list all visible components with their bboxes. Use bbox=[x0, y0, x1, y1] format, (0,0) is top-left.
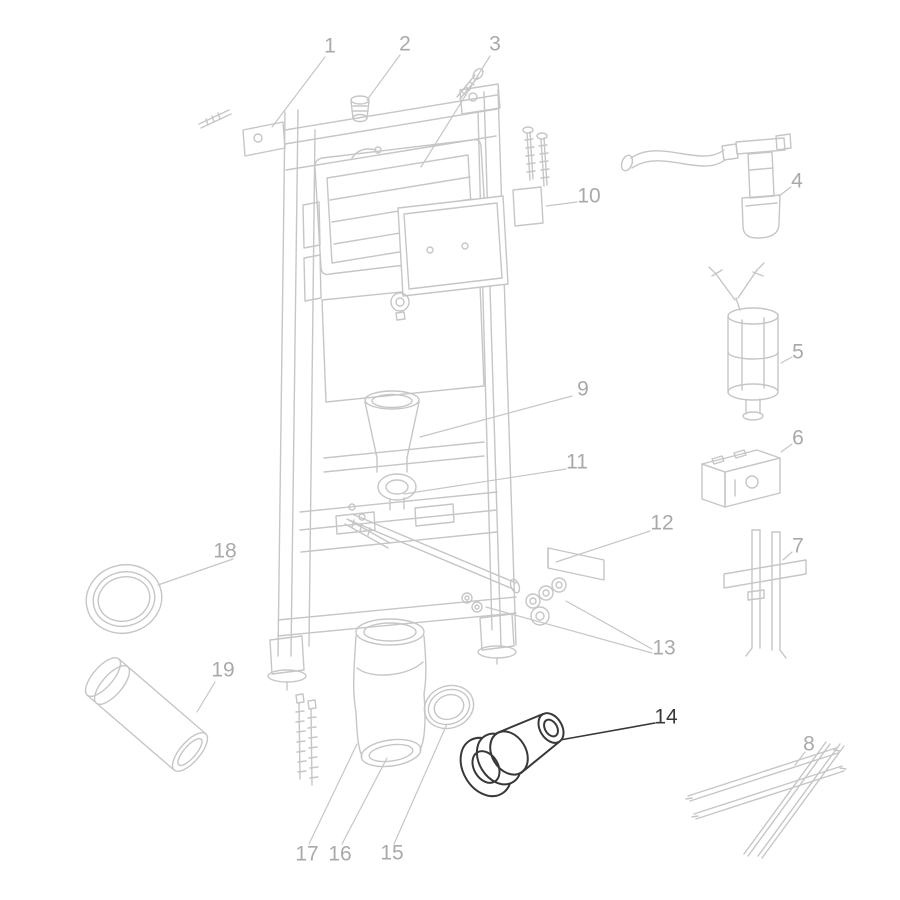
callout-6-label: 6 bbox=[792, 426, 804, 450]
callout-5-label: 5 bbox=[792, 340, 804, 364]
leader-line-6 bbox=[780, 443, 793, 453]
wall-support-brackets-drawing bbox=[723, 529, 807, 659]
leader-line-14 bbox=[559, 722, 656, 741]
leader-line-5 bbox=[780, 356, 793, 364]
callout-19-label: 19 bbox=[211, 658, 235, 682]
callout-15-label: 15 bbox=[380, 841, 404, 865]
support-rod-drawing bbox=[344, 513, 521, 594]
leader-line-15 bbox=[393, 723, 448, 845]
callout-2-label: 2 bbox=[399, 32, 411, 56]
callout-16-label: 16 bbox=[328, 842, 352, 866]
leader-line-13b bbox=[485, 606, 653, 654]
leader-line-11 bbox=[403, 468, 567, 495]
callout-7-label: 7 bbox=[792, 534, 804, 558]
inlet-fitting-drawing bbox=[350, 95, 370, 123]
leader-line-12 bbox=[555, 530, 651, 563]
feet-drawing bbox=[267, 613, 517, 786]
callout-11-label: 11 bbox=[566, 450, 588, 474]
wall-fixing-brackets-drawing bbox=[198, 68, 550, 187]
leader-line-18 bbox=[157, 558, 234, 586]
callout-17-label: 17 bbox=[295, 842, 319, 866]
leader-line-10 bbox=[545, 201, 578, 207]
frame-drawing bbox=[277, 89, 517, 657]
callout-14-label: 14 bbox=[654, 705, 678, 729]
leader-line-1 bbox=[271, 56, 326, 128]
flush-valve-drawing bbox=[708, 262, 779, 421]
leader-line-16 bbox=[341, 757, 388, 845]
fill-valve-drawing bbox=[620, 133, 792, 239]
leader-line-13a bbox=[565, 600, 653, 650]
leader-lines bbox=[157, 54, 806, 845]
callout-12-label: 12 bbox=[650, 511, 674, 535]
gasket-ring-drawing bbox=[85, 564, 163, 634]
discharge-elbow-drawing bbox=[352, 618, 427, 768]
leader-line-17 bbox=[308, 743, 358, 845]
callout-4-label: 4 bbox=[791, 169, 803, 193]
extension-pipe-drawing bbox=[84, 657, 209, 772]
outlet-connector-highlight-drawing bbox=[459, 712, 656, 798]
mounting-box-drawing bbox=[701, 449, 781, 508]
leader-line-4 bbox=[778, 186, 792, 197]
cistern-drawing bbox=[314, 138, 544, 321]
washers-drawing bbox=[461, 577, 567, 626]
callout-1-label: 1 bbox=[324, 34, 336, 58]
callout-18-label: 18 bbox=[213, 539, 237, 563]
threaded-rods-drawing bbox=[685, 741, 847, 859]
leader-line-7 bbox=[782, 551, 793, 561]
callout-10-label: 10 bbox=[577, 184, 601, 208]
leader-line-2 bbox=[366, 54, 401, 101]
seal-ring-drawing bbox=[423, 684, 475, 730]
leader-line-19 bbox=[196, 681, 216, 713]
leader-line-3 bbox=[420, 55, 491, 168]
flush-pipe-drawing bbox=[364, 390, 420, 511]
leader-line-9 bbox=[419, 395, 573, 438]
callout-13-label: 13 bbox=[652, 636, 676, 660]
bracket-plate-drawing bbox=[547, 547, 605, 581]
callout-8-label: 8 bbox=[803, 732, 815, 756]
callout-9-label: 9 bbox=[577, 377, 589, 401]
leader-line-8 bbox=[794, 751, 806, 766]
callout-3-label: 3 bbox=[489, 32, 501, 56]
